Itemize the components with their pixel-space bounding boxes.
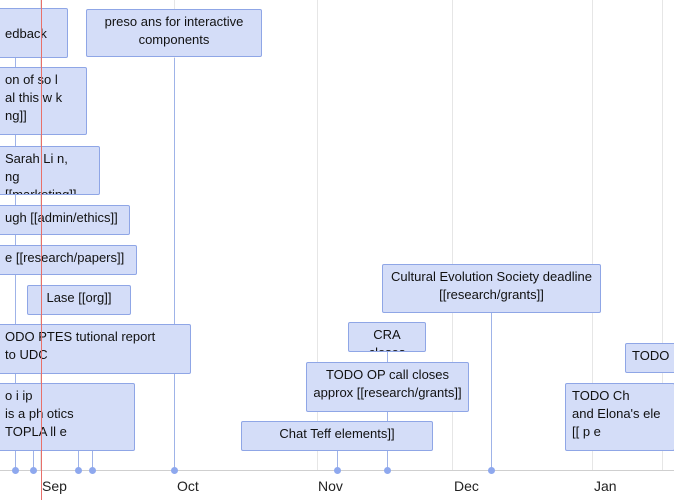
timeline-item[interactable]: Lase [[org]] [27, 285, 131, 315]
month-label-nov: Nov [318, 478, 343, 494]
event-stem [491, 312, 492, 470]
timeline-item[interactable]: Sarah Li n, ng [[marketing]] [0, 146, 100, 195]
event-dot[interactable] [334, 467, 341, 474]
event-dot[interactable] [171, 467, 178, 474]
event-stem [92, 450, 93, 470]
event-dot[interactable] [384, 467, 391, 474]
month-label-jan: Jan [594, 478, 617, 494]
event-stem [337, 450, 338, 470]
gridline-sep [40, 0, 41, 470]
timeline-item[interactable]: TODO [625, 343, 674, 373]
month-label-sep: Sep [42, 478, 67, 494]
timeline-item[interactable]: TODO OP call closes approx [[research/gr… [306, 362, 469, 412]
event-stem [33, 450, 34, 470]
event-dot[interactable] [89, 467, 96, 474]
event-dot[interactable] [75, 467, 82, 474]
timeline-item[interactable]: ugh [[admin/ethics]] [0, 205, 130, 235]
timeline-item[interactable]: Chat Teff elements]] [241, 421, 433, 451]
current-date-line [41, 0, 42, 500]
timeline-item[interactable]: o i ip is a ph otics TOPLA ll e [0, 383, 135, 451]
timeline-item[interactable]: preso ans for interactive components [86, 9, 262, 57]
timeline-item[interactable]: TODO Ch and Elona's ele [[ p e [565, 383, 674, 451]
timeline-item[interactable]: e [[research/papers]] [0, 245, 137, 275]
event-dot[interactable] [488, 467, 495, 474]
timeline-item[interactable]: ODO PTES tutional report to UDC [0, 324, 191, 374]
timeline-item[interactable]: CRA closes [348, 322, 426, 352]
event-stem [174, 58, 175, 470]
month-label-oct: Oct [177, 478, 199, 494]
timeline-item[interactable]: Cultural Evolution Society deadline [[re… [382, 264, 601, 313]
gridline-nov [317, 0, 318, 470]
timeline-item[interactable]: edback [0, 8, 68, 58]
timeline-item[interactable]: on of so l al this w k ng]] [0, 67, 87, 135]
gridline-jan [592, 0, 593, 470]
month-label-dec: Dec [454, 478, 479, 494]
event-dot[interactable] [30, 467, 37, 474]
event-dot[interactable] [12, 467, 19, 474]
event-stem [78, 450, 79, 470]
gridline-dec [452, 0, 453, 470]
gridline-edge [662, 0, 663, 470]
